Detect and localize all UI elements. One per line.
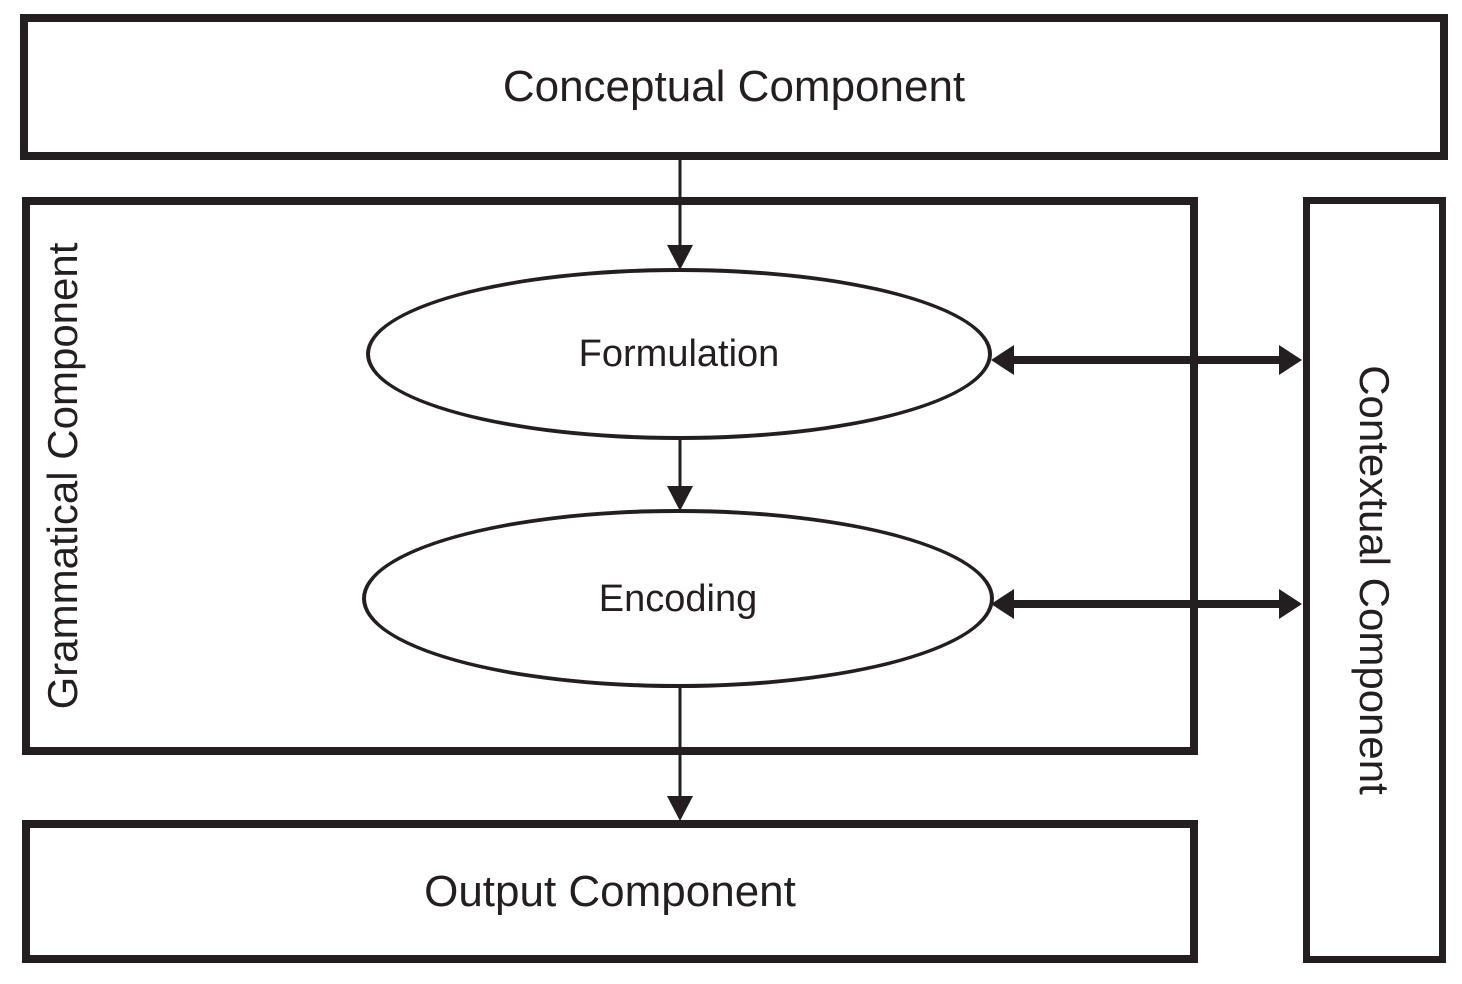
conceptual-component-label: Conceptual Component	[502, 62, 966, 111]
encoding-ellipse: Encoding	[362, 509, 994, 688]
formulation-label: Formulation	[578, 333, 780, 375]
contextual-component-label: Contextual Component	[1351, 365, 1398, 795]
conceptual-component-box: Conceptual Component	[20, 14, 1448, 160]
grammatical-component-label: Grammatical Component	[39, 242, 86, 710]
formulation-ellipse: Formulation	[366, 268, 992, 440]
encoding-label: Encoding	[598, 577, 758, 620]
contextual-component-box	[1303, 197, 1446, 963]
output-component-label: Output Component	[424, 866, 796, 916]
output-component-box: Output Component	[22, 820, 1198, 963]
